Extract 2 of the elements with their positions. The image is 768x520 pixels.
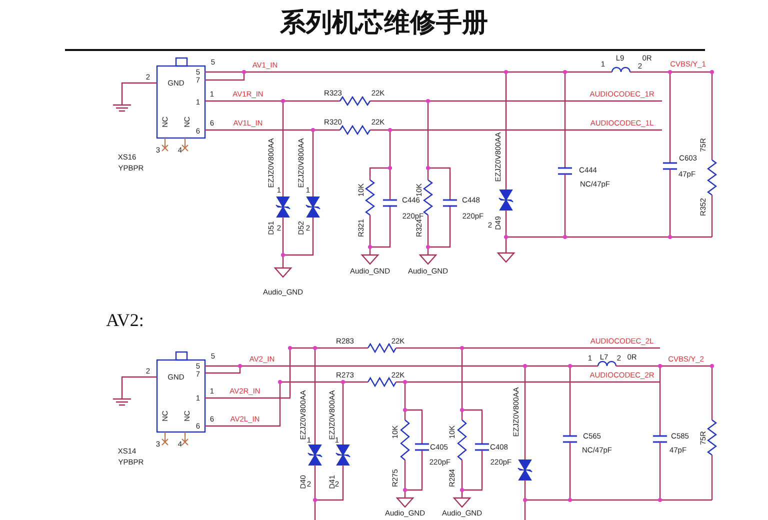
title: 系列机芯维修手册: [278, 8, 489, 38]
section-heading: AV2:: [106, 311, 144, 329]
